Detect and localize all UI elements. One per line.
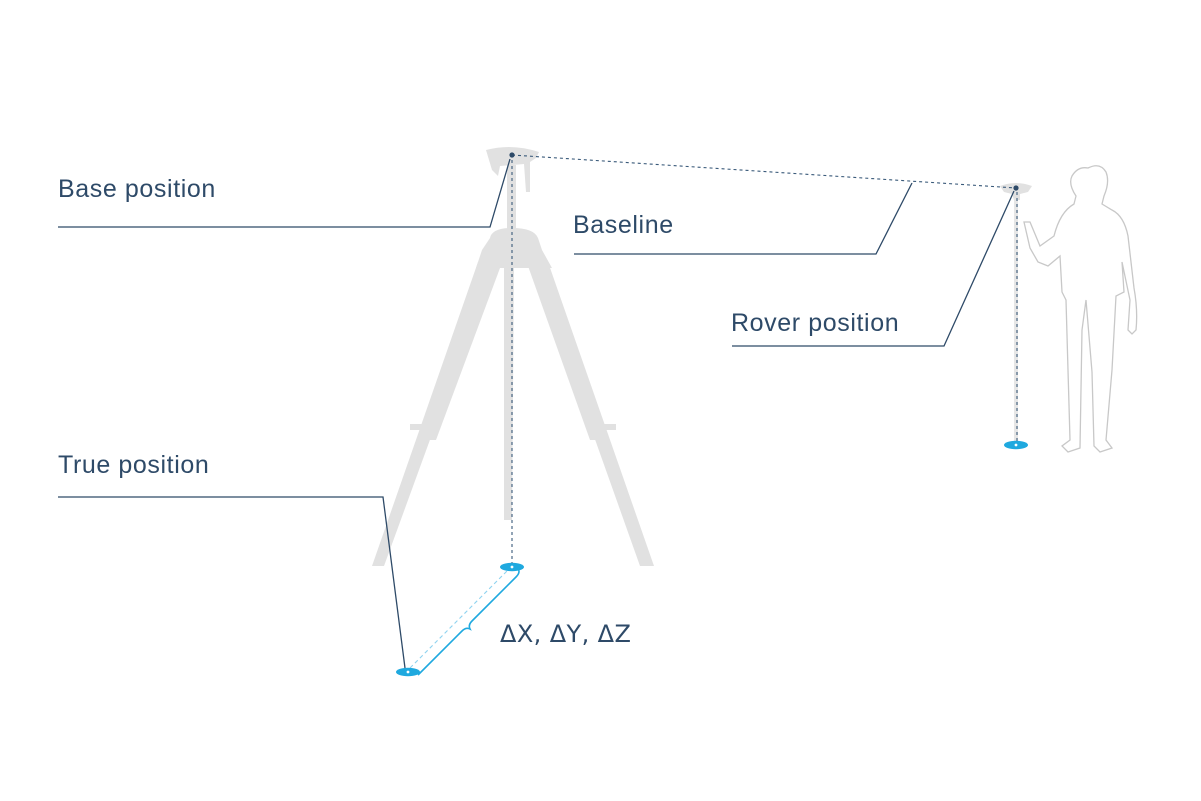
tripod-left-clamp — [410, 424, 436, 430]
ground-markers — [396, 440, 1028, 677]
base-position-label: Base position — [58, 175, 216, 203]
tripod-left-inner-leg — [428, 266, 500, 440]
true-position-marker-center — [406, 670, 410, 674]
base-position-leader — [58, 158, 511, 228]
tripod-left-leg — [372, 262, 494, 566]
baseline-label: Baseline — [573, 211, 674, 239]
base-antenna-icon — [486, 146, 539, 192]
offset-brace — [417, 566, 520, 676]
rover-antenna-dot — [1013, 185, 1019, 191]
true-position-leader — [58, 496, 406, 669]
true-position-label: True position — [58, 451, 209, 479]
tripod-right-clamp — [590, 424, 616, 430]
rover-antenna-icon — [1000, 183, 1032, 200]
tripod-illustration — [372, 146, 654, 566]
baseline-dashed-line — [511, 154, 1017, 189]
tripod-right-inner-leg — [528, 266, 598, 440]
person-outline — [1023, 165, 1138, 453]
person-illustration — [1000, 165, 1138, 453]
offset-dashed-line — [409, 569, 509, 669]
rover-ground-marker-center — [1014, 443, 1018, 447]
delta-xyz-label: ΔX, ΔY, ΔZ — [500, 620, 631, 648]
base-ground-marker-center — [510, 565, 514, 569]
rover-position-leader — [732, 190, 1015, 347]
tripod-right-leg — [532, 262, 654, 566]
base-antenna-dot — [509, 152, 515, 158]
rover-position-label: Rover position — [731, 309, 899, 337]
rover-pole — [1014, 198, 1018, 442]
leader-lines — [58, 158, 1015, 669]
dashed-lines — [511, 154, 1018, 564]
baseline-leader — [574, 182, 913, 255]
tripod-head — [476, 228, 552, 268]
